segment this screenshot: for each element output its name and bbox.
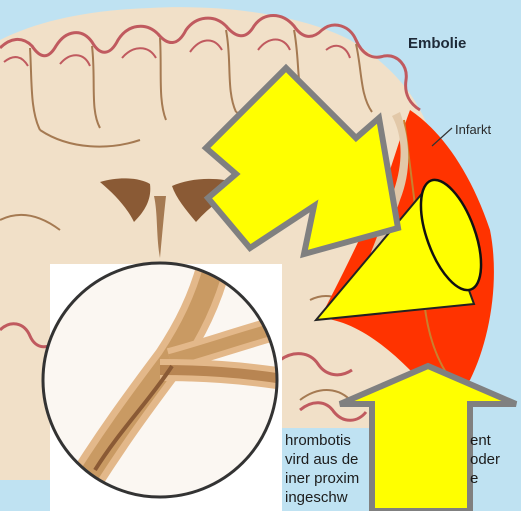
illustration-title: Embolie	[408, 35, 466, 52]
caption-line-right: oder	[470, 450, 500, 469]
caption-line: ingeschw	[285, 488, 348, 507]
magnifier-inset	[30, 250, 290, 511]
caption-line: iner proxim	[285, 469, 359, 488]
caption-line-right: e	[470, 469, 478, 488]
infarct-label: Infarkt	[455, 122, 491, 137]
caption-line-right: ent	[470, 431, 491, 450]
caption-line: hrombotis	[285, 431, 351, 450]
caption-line: vird aus de	[285, 450, 358, 469]
